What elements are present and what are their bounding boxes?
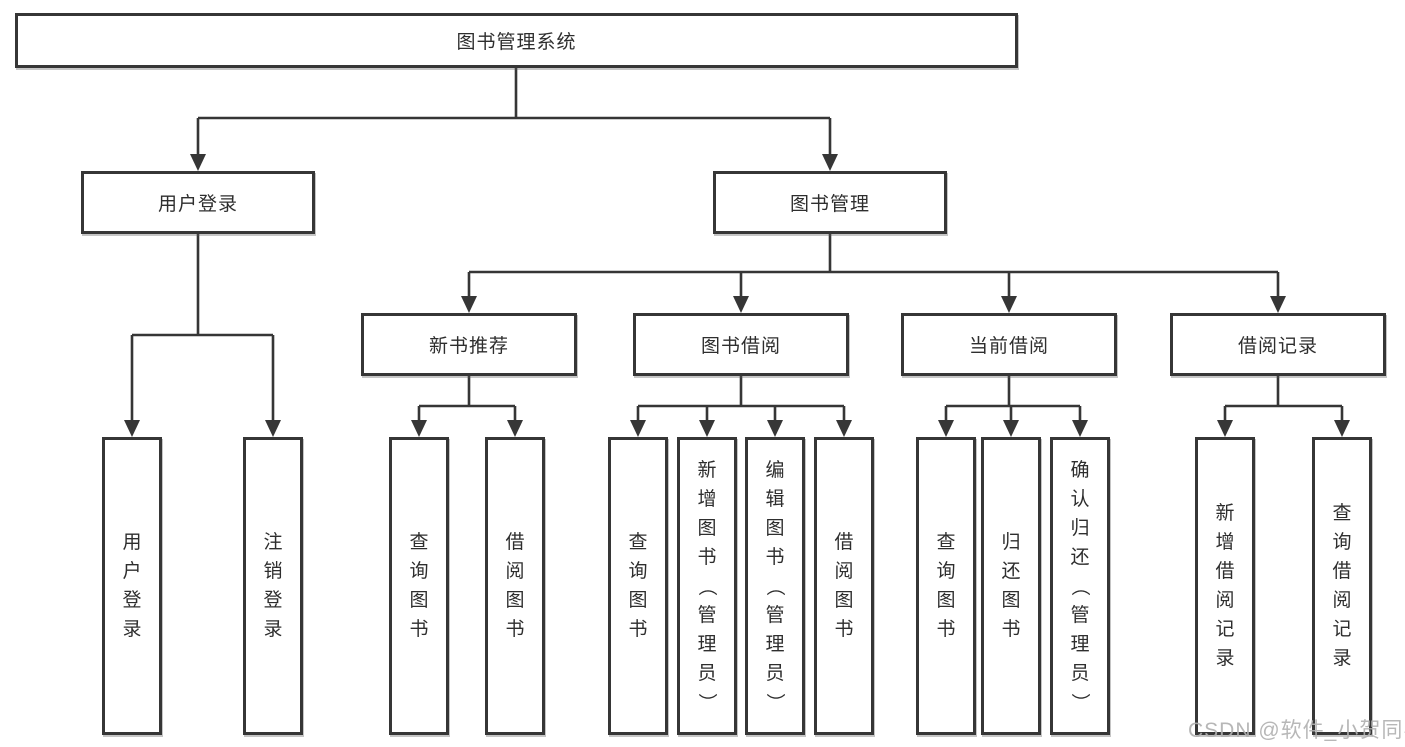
watermark: CSDN @软件_小贺同学 (1188, 719, 1405, 742)
node-book-management: 图书管理 (713, 171, 947, 234)
node-add-books-admin: 新增图书（管理员） (677, 437, 737, 735)
node-query-books: 查询图书 (916, 437, 976, 735)
node-label: 用户登录 (157, 194, 238, 215)
node-confirm-return-admin: 确认归还（管理员） (1050, 437, 1110, 735)
node-edit-books-admin: 编辑图书（管理员） (745, 437, 805, 735)
node-borrow-books: 借阅图书 (814, 437, 874, 735)
node-user-login: 用户登录 (81, 171, 315, 234)
node-user-login-leaf: 用户登录 (102, 437, 162, 735)
node-return-books: 归还图书 (981, 437, 1041, 735)
node-query-books: 查询图书 (608, 437, 668, 735)
node-label: 借阅图书 (834, 532, 854, 640)
node-book-borrowing: 图书借阅 (633, 313, 849, 376)
node-label: 新书推荐 (428, 336, 509, 357)
node-label: 图书管理 (789, 194, 870, 215)
node-label: 借阅图书 (505, 532, 525, 640)
node-label: 查询图书 (628, 532, 648, 640)
node-library-management-system: 图书管理系统 (15, 13, 1018, 68)
node-label: 新增借阅记录 (1215, 503, 1235, 669)
node-label: 当前借阅 (968, 336, 1049, 357)
node-label: 归还图书 (1001, 532, 1021, 640)
node-new-book-recommendation: 新书推荐 (361, 313, 577, 376)
node-label: 新增图书（管理员） (696, 459, 718, 712)
node-add-borrow-record: 新增借阅记录 (1195, 437, 1255, 735)
node-label: 查询借阅记录 (1332, 503, 1352, 669)
node-logout: 注销登录 (243, 437, 303, 735)
node-label: 图书管理系统 (456, 32, 577, 53)
node-query-books: 查询图书 (389, 437, 449, 735)
node-borrow-books: 借阅图书 (485, 437, 545, 735)
node-label: 借阅记录 (1237, 336, 1318, 357)
node-label: 用户登录 (122, 532, 142, 640)
node-label: 查询图书 (936, 532, 956, 640)
node-borrowing-records: 借阅记录 (1170, 313, 1386, 376)
node-label: 编辑图书（管理员） (764, 459, 786, 712)
node-label: 注销登录 (263, 532, 283, 640)
node-query-borrow-record: 查询借阅记录 (1312, 437, 1372, 735)
node-current-borrowing: 当前借阅 (901, 313, 1117, 376)
node-label: 图书借阅 (700, 336, 781, 357)
node-label: 确认归还（管理员） (1069, 459, 1091, 712)
node-label: 查询图书 (409, 532, 429, 640)
